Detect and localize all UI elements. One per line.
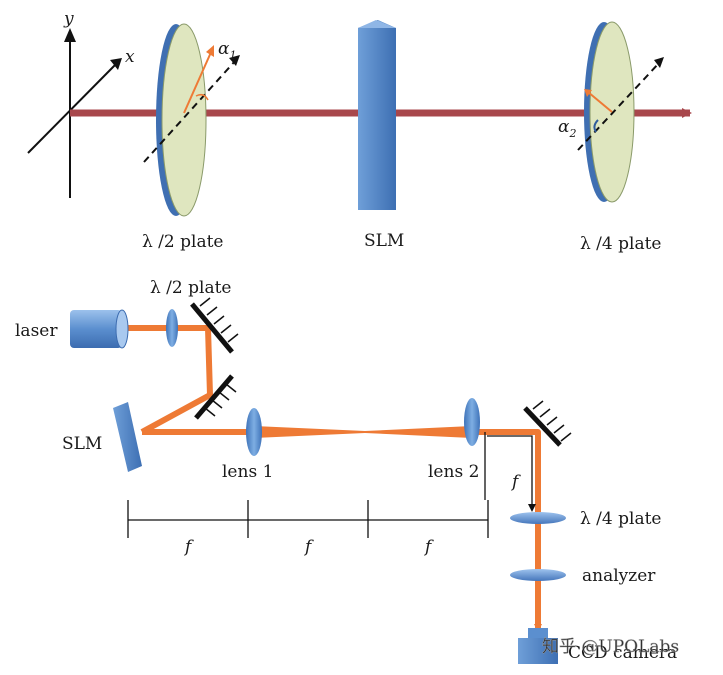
alpha1-label: α1 — [218, 39, 236, 62]
focal-label-1: f — [183, 537, 194, 557]
bottom-quarter-wave-plate — [510, 512, 566, 524]
watermark: 知乎 @UPOLabs — [542, 637, 679, 657]
focal-label-vertical: f — [510, 472, 521, 492]
ccd-camera — [518, 628, 558, 664]
focal-dimension-line — [127, 432, 536, 538]
lens-1 — [246, 408, 262, 456]
analyzer — [510, 569, 566, 581]
y-axis-label: y — [63, 9, 74, 29]
bottom-half-wave-label: λ /2 plate — [150, 278, 231, 298]
analyzer-label: analyzer — [582, 566, 656, 586]
lens-1-label: lens 1 — [222, 462, 273, 482]
mirror-3 — [523, 400, 572, 447]
bottom-slm-label: SLM — [62, 434, 102, 454]
bottom-half-wave-plate — [166, 309, 178, 347]
bottom-beam — [128, 325, 542, 658]
x-axis-label: x — [125, 47, 135, 67]
bottom-slm — [113, 402, 142, 472]
top-half-wave-label: λ /2 plate — [142, 232, 223, 252]
bottom-quarter-wave-label: λ /4 plate — [580, 509, 661, 529]
lens-2 — [464, 398, 480, 446]
lens-2-label: lens 2 — [428, 462, 479, 482]
focal-label-2: f — [303, 537, 314, 557]
top-setup: y x α1 — [27, 9, 692, 254]
bottom-setup: laser λ /2 plate — [15, 278, 679, 664]
laser-label: laser — [15, 321, 58, 341]
focal-label-3: f — [423, 537, 434, 557]
alpha2-label: α2 — [558, 117, 576, 140]
mirror-1 — [190, 297, 239, 354]
top-slm-label: SLM — [364, 231, 404, 251]
top-slm — [358, 20, 396, 210]
ccd-camera-label: CCD camera — [568, 643, 677, 663]
laser-source — [70, 309, 129, 349]
top-quarter-wave-plate: α2 — [558, 21, 664, 203]
coordinate-axes: y x — [27, 9, 135, 198]
mirror-2 — [194, 374, 237, 420]
top-half-wave-plate: α1 — [143, 23, 240, 217]
top-quarter-wave-label: λ /4 plate — [580, 234, 661, 254]
